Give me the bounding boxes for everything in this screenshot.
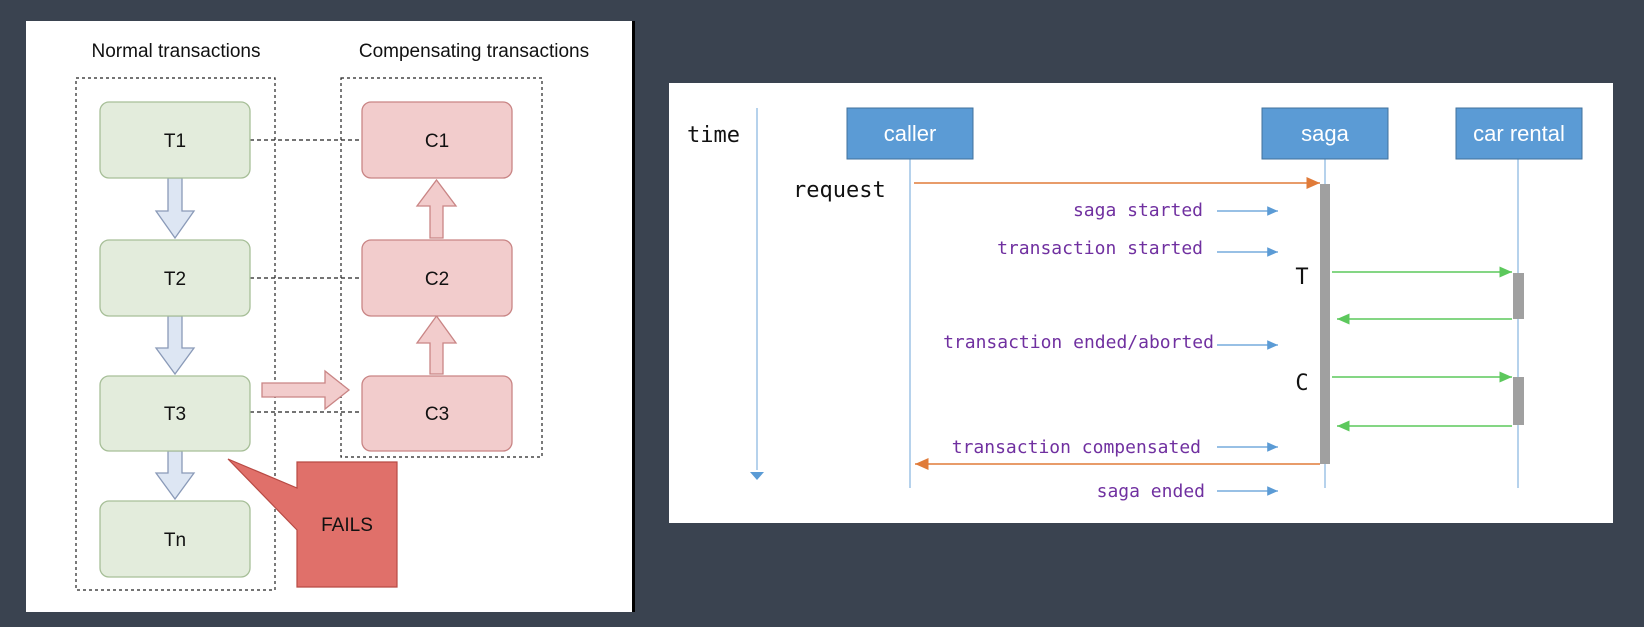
participant-label: caller (884, 121, 937, 146)
compensating-transactions-group (340, 77, 543, 458)
participant-label: saga (1301, 121, 1349, 146)
phase-mark-compensation: C (1295, 371, 1308, 396)
time-axis-arrowhead (750, 472, 764, 480)
participant-car-rental: car rental (1455, 107, 1583, 160)
transaction-step-label: T3 (164, 404, 186, 425)
event-transaction-ended-aborted: transaction ended/aborted (943, 332, 1214, 353)
down-arrow-t1-t2 (154, 177, 196, 240)
failure-callout-label: FAILS (321, 515, 373, 536)
participant-saga: saga (1261, 107, 1389, 160)
down-arrow-t3-tn (154, 450, 196, 501)
event-transaction-compensated: transaction compensated (952, 437, 1201, 458)
transaction-step-tn: Tn (99, 500, 251, 578)
transaction-step-label: Tn (164, 530, 186, 551)
transaction-step-label: T2 (164, 269, 186, 290)
right-arrow-t3-c3 (261, 369, 351, 411)
saga-activation-bar (1320, 184, 1330, 464)
normal-transactions-heading: Normal transactions (92, 41, 261, 62)
transaction-step-t3: T3 (99, 375, 251, 452)
compensating-transactions-heading: Compensating transactions (359, 41, 589, 62)
compensating-step-label: C2 (425, 269, 449, 290)
transaction-step-t1: T1 (99, 101, 251, 179)
compensating-step-c3: C3 (361, 375, 513, 452)
event-saga-started: saga started (1073, 200, 1203, 221)
compensating-step-c1: C1 (361, 101, 513, 179)
saga-flow-diagram: Normal transactions Compensating transac… (26, 21, 635, 612)
transaction-step-t2: T2 (99, 239, 251, 317)
left-panel-right-border (632, 21, 635, 612)
time-axis-label: time (687, 123, 740, 148)
down-arrow-t2-t3 (154, 315, 196, 376)
up-arrow-c3-c2 (415, 314, 458, 375)
phase-mark-transaction: T (1295, 265, 1308, 290)
transaction-step-label: T1 (164, 131, 186, 152)
failure-callout: FAILS (227, 458, 398, 588)
compensating-step-c2: C2 (361, 239, 513, 317)
event-transaction-started: transaction started (997, 238, 1203, 259)
compensating-step-label: C3 (425, 404, 449, 425)
up-arrow-c2-c1 (415, 178, 458, 239)
request-label: request (793, 178, 886, 203)
car-rental-activation-compensation (1513, 377, 1524, 425)
car-rental-activation-transaction (1513, 273, 1524, 319)
normal-transactions-group (75, 77, 276, 591)
participant-caller: caller (846, 107, 974, 160)
compensating-step-label: C1 (425, 131, 449, 152)
participant-label: car rental (1473, 121, 1565, 146)
saga-sequence-diagram: time caller saga car rental request saga… (669, 83, 1613, 523)
event-saga-ended: saga ended (1097, 481, 1205, 502)
